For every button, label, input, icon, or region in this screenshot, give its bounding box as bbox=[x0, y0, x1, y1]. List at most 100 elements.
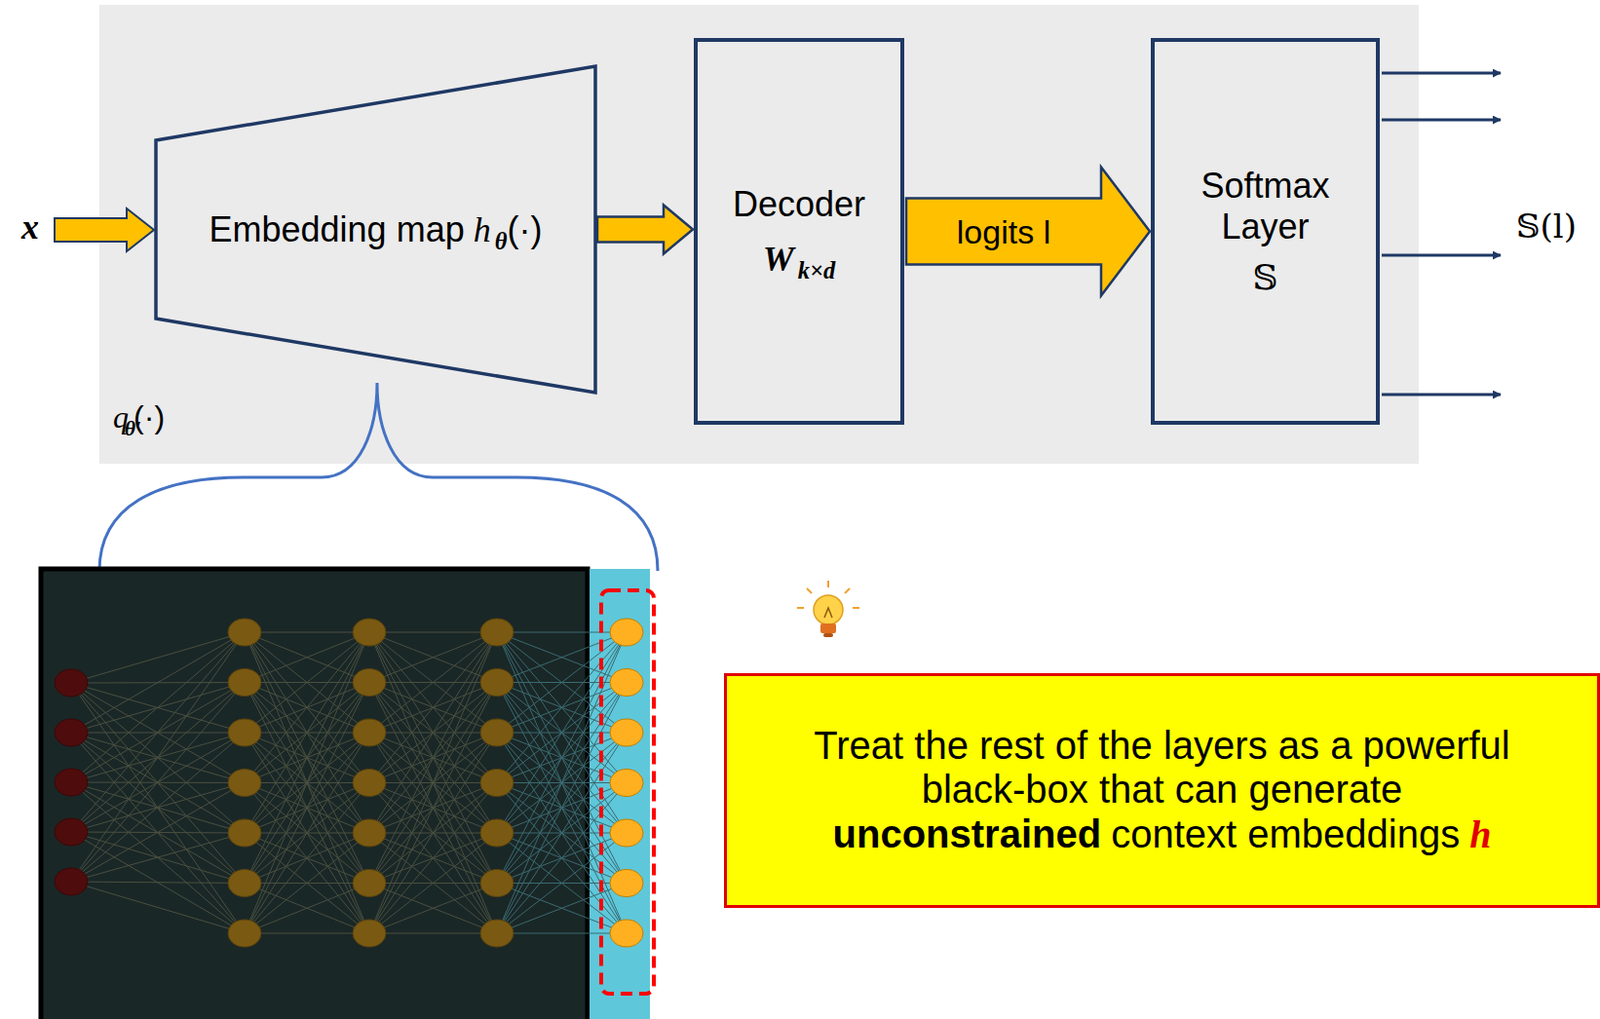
neuron bbox=[480, 870, 514, 898]
network-link bbox=[496, 883, 627, 935]
network-link bbox=[244, 883, 370, 935]
network-link bbox=[244, 683, 370, 935]
network-link bbox=[369, 632, 497, 934]
neuron bbox=[480, 819, 514, 847]
neuron bbox=[480, 719, 514, 747]
network-link bbox=[244, 632, 370, 834]
network-link bbox=[244, 632, 370, 784]
label-group: 𝕊(l) bbox=[1516, 206, 1577, 246]
network-link bbox=[369, 883, 497, 935]
network-link bbox=[496, 783, 627, 935]
output-arrows bbox=[1381, 73, 1501, 395]
network-link bbox=[496, 933, 627, 935]
trapezoid-edge bbox=[155, 66, 596, 393]
neuron bbox=[352, 669, 386, 697]
text-row: Treat the rest of the layers as a powerf… bbox=[772, 723, 1553, 812]
network-link bbox=[244, 632, 370, 684]
network-link bbox=[71, 832, 245, 884]
text-row: Decoder bbox=[732, 184, 866, 226]
node-text: unconstrained bbox=[833, 812, 1103, 857]
model-panel bbox=[99, 4, 1419, 464]
network-link bbox=[244, 632, 370, 684]
math-label: x bbox=[21, 206, 39, 248]
network-link bbox=[369, 732, 497, 934]
network-link bbox=[244, 783, 370, 935]
node-text: Treat the rest of the layers as a powerf… bbox=[772, 723, 1553, 812]
embedding-trapezoid: Embedding maphθ(·) bbox=[155, 66, 596, 393]
network-link bbox=[496, 883, 627, 935]
neuron bbox=[54, 868, 88, 896]
label-group: x bbox=[21, 206, 39, 248]
network-link bbox=[496, 632, 627, 684]
network-link bbox=[244, 632, 370, 733]
node-content: DecoderWk×d bbox=[732, 184, 866, 280]
block-arrow bbox=[906, 167, 1150, 297]
node-text: W bbox=[762, 238, 795, 280]
network-link bbox=[71, 683, 245, 834]
node-text: h bbox=[1469, 811, 1491, 858]
neuron bbox=[609, 618, 644, 647]
network-link bbox=[496, 632, 627, 884]
network-link bbox=[369, 632, 497, 733]
math-label: 𝕊(l) bbox=[1516, 206, 1577, 246]
neuron bbox=[228, 769, 262, 798]
network-link bbox=[71, 832, 245, 934]
network-link bbox=[244, 732, 370, 934]
network-link bbox=[71, 683, 245, 883]
block-arrow bbox=[597, 205, 693, 255]
network-link bbox=[369, 683, 497, 935]
node-content: Embedding maphθ(·) bbox=[209, 209, 543, 251]
neuron bbox=[480, 669, 514, 697]
network-link bbox=[71, 732, 245, 884]
neuron bbox=[228, 669, 262, 697]
output-arrow bbox=[1381, 254, 1501, 258]
neuron bbox=[609, 819, 644, 847]
network-link bbox=[369, 632, 497, 784]
network-link bbox=[369, 632, 497, 684]
network-link bbox=[369, 632, 497, 784]
network-link bbox=[244, 833, 370, 934]
network-link bbox=[496, 683, 627, 935]
network-link bbox=[496, 632, 627, 884]
network-link bbox=[244, 833, 370, 934]
node-content: Softmax Layer𝕊 bbox=[1173, 165, 1359, 298]
network-link bbox=[71, 683, 245, 884]
network-link bbox=[71, 683, 245, 934]
node-text: Decoder bbox=[732, 184, 866, 226]
softmax-box: Softmax Layer𝕊 bbox=[1150, 38, 1380, 425]
input-arrow bbox=[54, 208, 154, 252]
network-link bbox=[496, 632, 627, 733]
node-content: Treat the rest of the layers as a powerf… bbox=[772, 723, 1553, 858]
network-link bbox=[244, 933, 370, 935]
network-link bbox=[369, 833, 497, 934]
network-link bbox=[244, 632, 370, 884]
network-link bbox=[496, 783, 627, 935]
neuron bbox=[352, 819, 386, 847]
node-text: θ bbox=[495, 228, 508, 256]
neuron bbox=[54, 669, 88, 697]
neuron bbox=[352, 618, 386, 647]
neuron bbox=[480, 618, 514, 647]
neuron bbox=[609, 719, 644, 747]
network-link bbox=[71, 881, 245, 884]
dashed-frame bbox=[601, 590, 654, 994]
decoder-box: DecoderWk×d bbox=[693, 38, 905, 425]
network-link bbox=[496, 632, 627, 834]
network-link bbox=[496, 632, 627, 733]
text-row: unconstrainedcontext embeddingsh bbox=[833, 811, 1492, 858]
node-text: Softmax Layer bbox=[1173, 165, 1359, 248]
network-link bbox=[244, 632, 370, 733]
node-text: (·) bbox=[507, 209, 543, 251]
output-arrow bbox=[1381, 118, 1501, 122]
network-link bbox=[71, 833, 245, 882]
network-link bbox=[369, 632, 497, 884]
node-text: context embeddings bbox=[1110, 812, 1460, 857]
network-link bbox=[71, 732, 245, 882]
neuron bbox=[228, 870, 262, 898]
network-link bbox=[71, 632, 245, 882]
network-link bbox=[71, 782, 245, 884]
network-link bbox=[496, 632, 627, 834]
network-link bbox=[369, 683, 497, 935]
neuron bbox=[480, 919, 514, 948]
brace bbox=[99, 382, 658, 572]
